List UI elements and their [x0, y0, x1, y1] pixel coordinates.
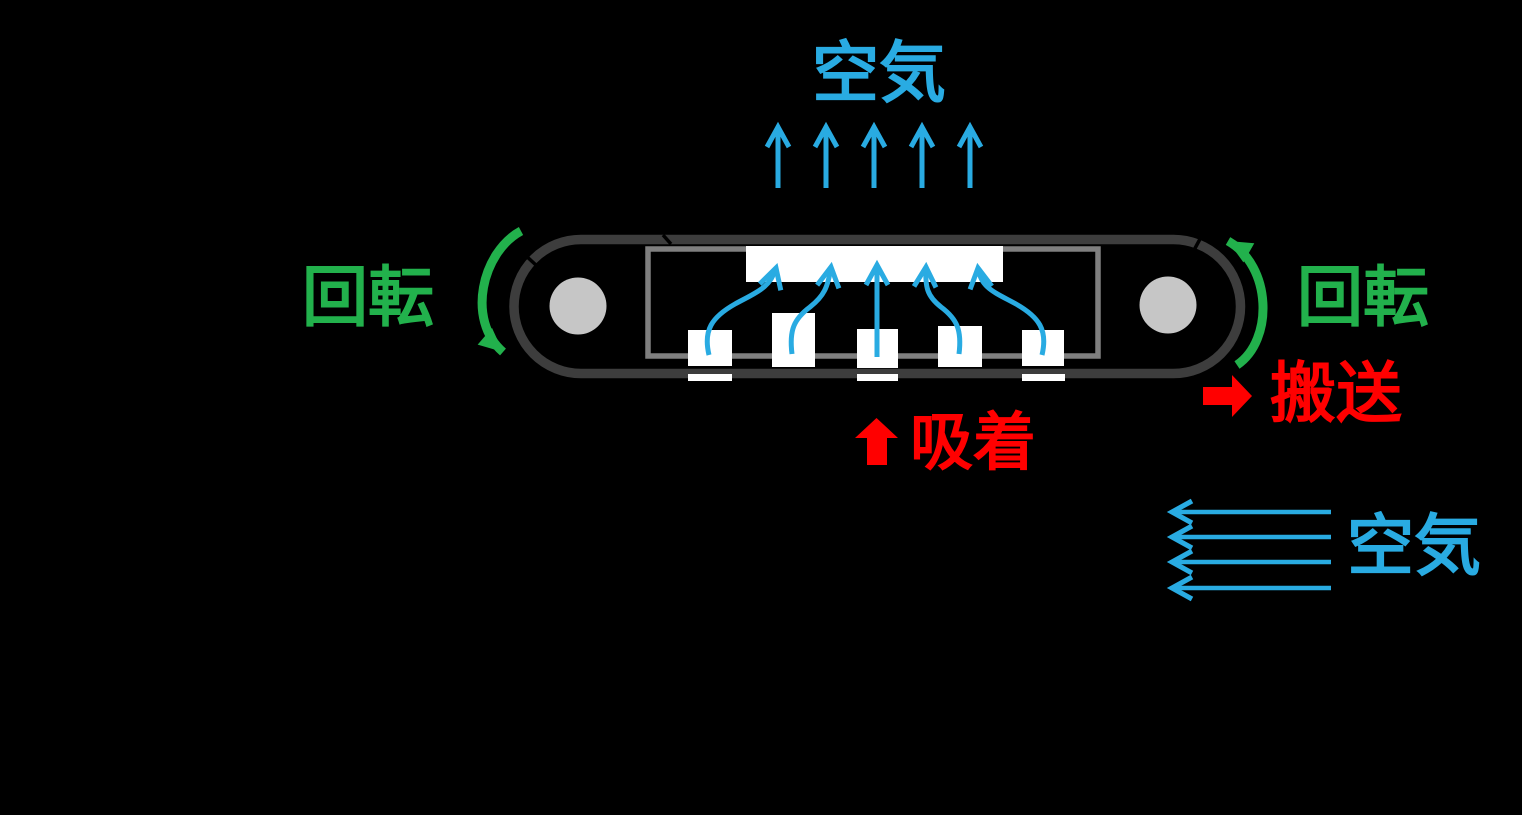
rotation-right-label: 回転: [1297, 259, 1429, 336]
airflow-arrow: [788, 261, 842, 355]
air-exhaust-label: 空気: [812, 34, 946, 112]
air-intake-label: 空気: [1347, 507, 1481, 585]
belt-seam-tick: [522, 252, 539, 268]
airflow-arrow: [704, 263, 784, 356]
belt-seam-tick: [661, 233, 673, 246]
suction-arrow: [855, 418, 898, 465]
roller-right: [1139, 276, 1197, 334]
airflow-arrow: [911, 261, 963, 355]
rotation-arrow-right: [1225, 237, 1268, 369]
transport-label: 搬送: [1270, 355, 1402, 432]
carried-object: [688, 374, 732, 381]
rotation-left-label: 回転: [302, 259, 434, 336]
belt-loop: [509, 234, 1246, 379]
roller-left: [549, 277, 607, 335]
airflow-arrow: [967, 262, 1047, 356]
suction-label: 吸着: [910, 406, 1036, 479]
rotation-arrow-left: [477, 227, 524, 356]
belt-seam-tick: [1191, 238, 1202, 253]
transport-arrow: [1203, 375, 1252, 417]
carried-object: [857, 374, 898, 381]
carried-object: [1022, 374, 1065, 381]
